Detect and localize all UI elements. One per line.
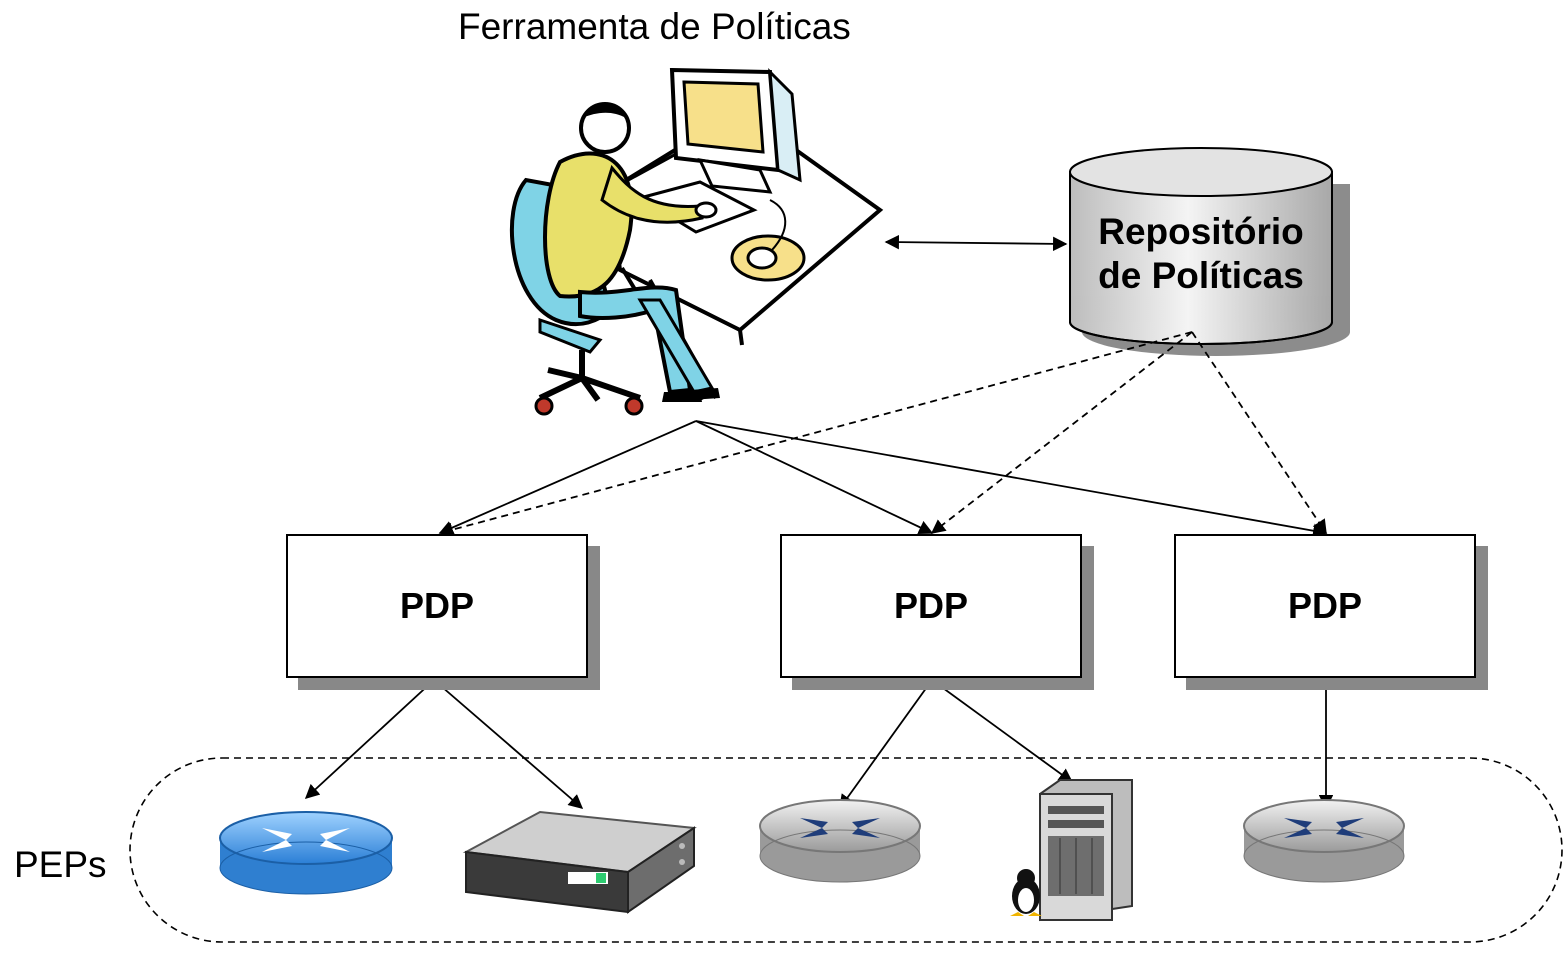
linux-server-icon [1010,779,1133,922]
pdp2-to-pep3 [839,679,933,810]
pdp2-to-pep4 [931,679,1074,783]
gray-router-icon [1243,799,1405,883]
policy-repository-cylinder [1069,147,1350,356]
tool-to-pdp2 [695,420,934,534]
tool-to-pdp3 [695,420,1328,538]
repo-to-pdp1 [438,331,1193,537]
pdp-box-1: PDP [286,534,588,678]
tool-repository-link [884,234,1068,252]
connectors [304,234,1334,810]
peps-region [129,757,1563,943]
pdp1-to-pep2 [433,679,584,809]
repo-to-pdp3 [1191,331,1327,535]
pdp1-to-pep1 [304,679,435,799]
tool-to-pdp1 [438,420,697,535]
policy-tool-title: Ferramenta de Políticas [458,6,851,47]
repository-label-line1: Repositório [1098,211,1304,252]
network-appliance-icon [462,810,697,914]
policy-repository-label: Repositório de Políticas [1070,210,1332,298]
blue-router-icon [219,811,393,895]
repo-to-pdp2 [930,331,1193,534]
penguin-icon [1010,869,1042,916]
pdp-box-3: PDP [1174,534,1476,678]
policy-tool-workstation-icon [509,67,884,416]
pdp-box-2: PDP [780,534,1082,678]
gray-router-icon [759,799,921,883]
peps-label: PEPs [14,844,107,885]
pdp-label: PDP [1287,585,1363,626]
repository-label-line2: de Políticas [1098,255,1304,296]
pdp-label: PDP [893,585,969,626]
pdp-label: PDP [399,585,475,626]
